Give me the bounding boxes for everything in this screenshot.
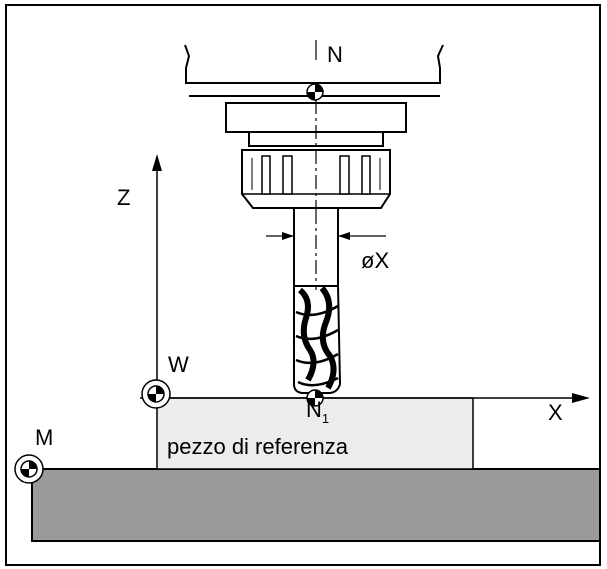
tool-point-label-main: N xyxy=(306,397,322,422)
diameter-label: øX xyxy=(361,248,389,273)
tool-point-label-subscript: 1 xyxy=(322,411,329,426)
z-axis xyxy=(152,154,162,398)
z-axis-label: Z xyxy=(117,185,130,210)
machine-table xyxy=(31,468,601,542)
cutter-flutes xyxy=(293,285,342,394)
spindle-point-label: N xyxy=(327,42,343,67)
workpiece-zero-marker xyxy=(141,379,171,409)
x-axis xyxy=(140,393,590,403)
spindle-point-marker xyxy=(306,83,324,101)
x-axis-label: X xyxy=(548,400,563,425)
reference-part-label: pezzo di referenza xyxy=(167,434,349,459)
workpiece-zero-label: W xyxy=(168,352,189,377)
tool-point-marker xyxy=(306,389,324,407)
tool-point-label: N1 xyxy=(306,397,329,426)
machine-zero-label: M xyxy=(35,425,53,450)
diameter-dimension xyxy=(266,232,386,240)
machine-zero-marker xyxy=(14,454,44,484)
diagram-frame xyxy=(5,4,601,566)
